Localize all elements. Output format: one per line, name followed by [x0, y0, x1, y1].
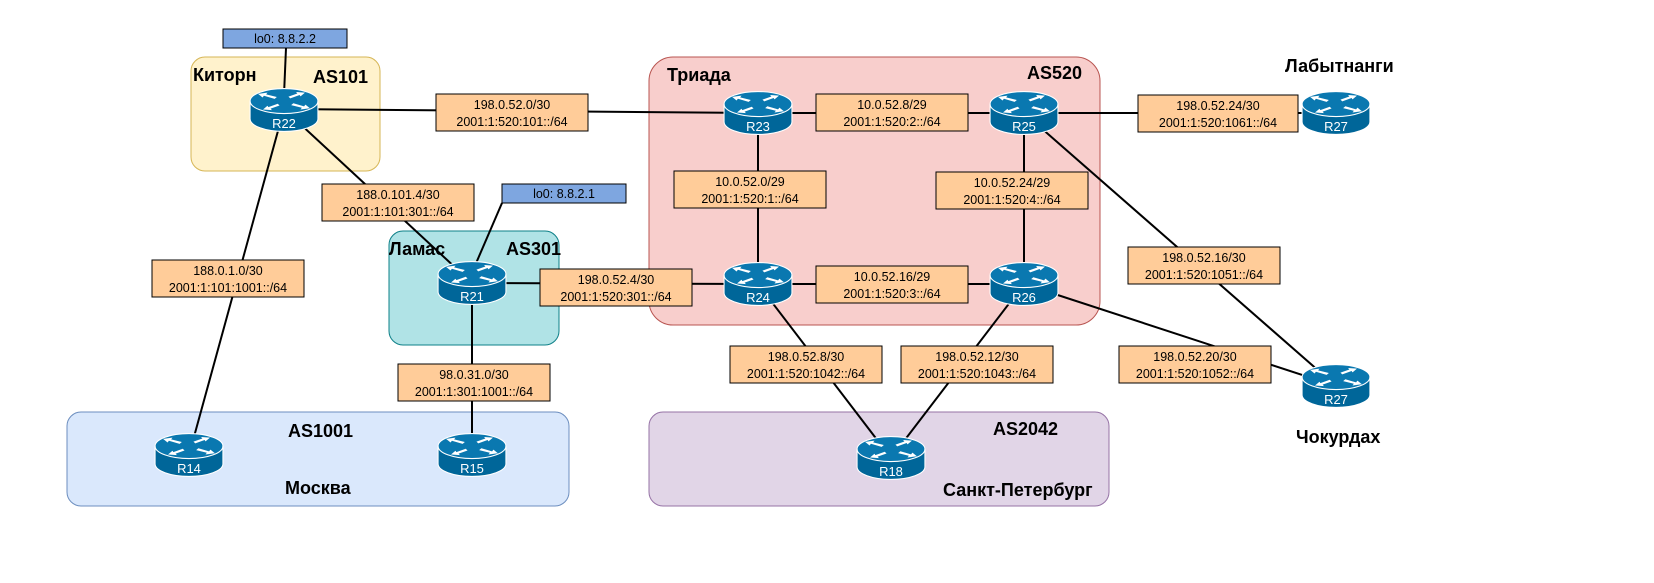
zone-label-kitorn: Киторн [193, 65, 257, 85]
svg-text:R15: R15 [460, 461, 484, 476]
link-label-r23-r25: 10.0.52.8/29 2001:1:520:2::/64 [815, 93, 969, 132]
svg-text:lo0: 8.8.2.1: lo0: 8.8.2.1 [533, 187, 595, 201]
router-r27-labytnangi[interactable]: R27 [1301, 91, 1371, 135]
svg-text:2001:1:520:1042::/64: 2001:1:520:1042::/64 [747, 367, 865, 381]
svg-text:2001:1:301:1001::/64: 2001:1:301:1001::/64 [415, 385, 533, 399]
zone-as-spb: AS2042 [993, 419, 1058, 439]
zone-label-spb: Санкт-Петербург [943, 480, 1093, 500]
zone-as-lamas: AS301 [506, 239, 561, 259]
svg-text:198.0.52.16/30: 198.0.52.16/30 [1162, 251, 1245, 265]
svg-text:R27: R27 [1324, 392, 1348, 407]
link-label-r21-r15: 98.0.31.0/30 2001:1:301:1001::/64 [397, 363, 551, 402]
svg-text:2001:1:520:101::/64: 2001:1:520:101::/64 [456, 115, 567, 129]
svg-text:198.0.52.24/30: 198.0.52.24/30 [1176, 99, 1259, 113]
svg-text:R23: R23 [746, 119, 770, 134]
svg-text:2001:1:520:1::/64: 2001:1:520:1::/64 [701, 192, 798, 206]
svg-text:10.0.52.16/29: 10.0.52.16/29 [854, 270, 931, 284]
zone-as-triada: AS520 [1027, 63, 1082, 83]
svg-text:2001:1:520:1052::/64: 2001:1:520:1052::/64 [1136, 367, 1254, 381]
svg-text:2001:1:520:2::/64: 2001:1:520:2::/64 [843, 115, 940, 129]
svg-text:lo0: 8.8.2.2: lo0: 8.8.2.2 [254, 32, 316, 46]
zone-label-triada: Триада [667, 65, 732, 85]
link-r21-loopback [473, 202, 503, 269]
svg-text:198.0.52.12/30: 198.0.52.12/30 [935, 350, 1018, 364]
svg-text:188.0.101.4/30: 188.0.101.4/30 [356, 188, 439, 202]
link-label-r22-r14: 188.0.1.0/30 2001:1:101:1001::/64 [151, 259, 305, 298]
zone-label-moscow: Москва [285, 478, 352, 498]
svg-text:10.0.52.24/29: 10.0.52.24/29 [974, 176, 1051, 190]
router-r24[interactable]: R24 [723, 262, 793, 306]
link-label-r23-r24: 10.0.52.0/29 2001:1:520:1::/64 [673, 170, 827, 209]
router-r15[interactable]: R15 [437, 433, 507, 477]
link-label-r22-r21: 188.0.101.4/30 2001:1:101:301::/64 [321, 183, 475, 222]
svg-text:10.0.52.0/29: 10.0.52.0/29 [715, 175, 785, 189]
svg-text:2001:1:101:301::/64: 2001:1:101:301::/64 [342, 205, 453, 219]
svg-text:R14: R14 [177, 461, 201, 476]
link-label-r21-r24: 198.0.52.4/30 2001:1:520:301::/64 [539, 268, 693, 307]
svg-text:R24: R24 [746, 290, 770, 305]
router-r26[interactable]: R26 [989, 262, 1059, 306]
router-r21[interactable]: R21 [437, 261, 507, 305]
link-label-r25-r26: 10.0.52.24/29 2001:1:520:4::/64 [935, 171, 1089, 210]
svg-text:R21: R21 [460, 289, 484, 304]
link-label-r25-r27b: 198.0.52.16/30 2001:1:520:1051::/64 [1127, 246, 1281, 285]
link-label-r26-r27b: 198.0.52.20/30 2001:1:520:1052::/64 [1118, 345, 1272, 384]
svg-text:2001:1:101:1001::/64: 2001:1:101:1001::/64 [169, 281, 287, 295]
zone-label-lamas: Ламас [389, 239, 445, 259]
svg-text:188.0.1.0/30: 188.0.1.0/30 [193, 264, 263, 278]
svg-text:R22: R22 [272, 116, 296, 131]
svg-text:R18: R18 [879, 464, 903, 479]
router-r18[interactable]: R18 [856, 436, 926, 480]
site-label-labytnangi: Лабытнанги [1285, 56, 1394, 76]
svg-text:10.0.52.8/29: 10.0.52.8/29 [857, 98, 927, 112]
router-r27-chokurdakh[interactable]: R27 [1301, 364, 1371, 408]
svg-text:R26: R26 [1012, 290, 1036, 305]
svg-text:2001:1:520:3::/64: 2001:1:520:3::/64 [843, 287, 940, 301]
svg-text:2001:1:520:301::/64: 2001:1:520:301::/64 [560, 290, 671, 304]
link-label-r22-r23: 198.0.52.0/30 2001:1:520:101::/64 [435, 93, 589, 132]
router-r25[interactable]: R25 [989, 91, 1059, 135]
link-label-r25-r27a: 198.0.52.24/30 2001:1:520:1061::/64 [1137, 94, 1299, 133]
svg-text:2001:1:520:1061::/64: 2001:1:520:1061::/64 [1159, 116, 1277, 130]
svg-text:198.0.52.20/30: 198.0.52.20/30 [1153, 350, 1236, 364]
svg-text:2001:1:520:1051::/64: 2001:1:520:1051::/64 [1145, 268, 1263, 282]
link-r26-r27b [1023, 283, 1337, 387]
svg-text:2001:1:520:4::/64: 2001:1:520:4::/64 [963, 193, 1060, 207]
svg-text:98.0.31.0/30: 98.0.31.0/30 [439, 368, 509, 382]
router-r23[interactable]: R23 [723, 91, 793, 135]
router-r22[interactable]: R22 [249, 88, 319, 132]
svg-text:R25: R25 [1012, 119, 1036, 134]
link-label-r24-r18: 198.0.52.8/30 2001:1:520:1042::/64 [729, 345, 883, 384]
svg-text:198.0.52.4/30: 198.0.52.4/30 [578, 273, 655, 287]
svg-text:198.0.52.0/30: 198.0.52.0/30 [474, 98, 551, 112]
zone-as-moscow: AS1001 [288, 421, 353, 441]
link-label-r24-r26: 10.0.52.16/29 2001:1:520:3::/64 [815, 265, 969, 304]
loopback-r21: lo0: 8.8.2.1 [501, 183, 627, 204]
link-label-r26-r18: 198.0.52.12/30 2001:1:520:1043::/64 [900, 345, 1054, 384]
link-r22-loopback [283, 47, 287, 96]
site-label-chokurdakh: Чокурдах [1296, 427, 1380, 447]
svg-text:R27: R27 [1324, 119, 1348, 134]
svg-text:198.0.52.8/30: 198.0.52.8/30 [768, 350, 845, 364]
zone-as-kitorn: AS101 [313, 67, 368, 87]
router-r14[interactable]: R14 [154, 433, 224, 477]
svg-text:2001:1:520:1043::/64: 2001:1:520:1043::/64 [918, 367, 1036, 381]
loopback-r22: lo0: 8.8.2.2 [222, 28, 348, 49]
